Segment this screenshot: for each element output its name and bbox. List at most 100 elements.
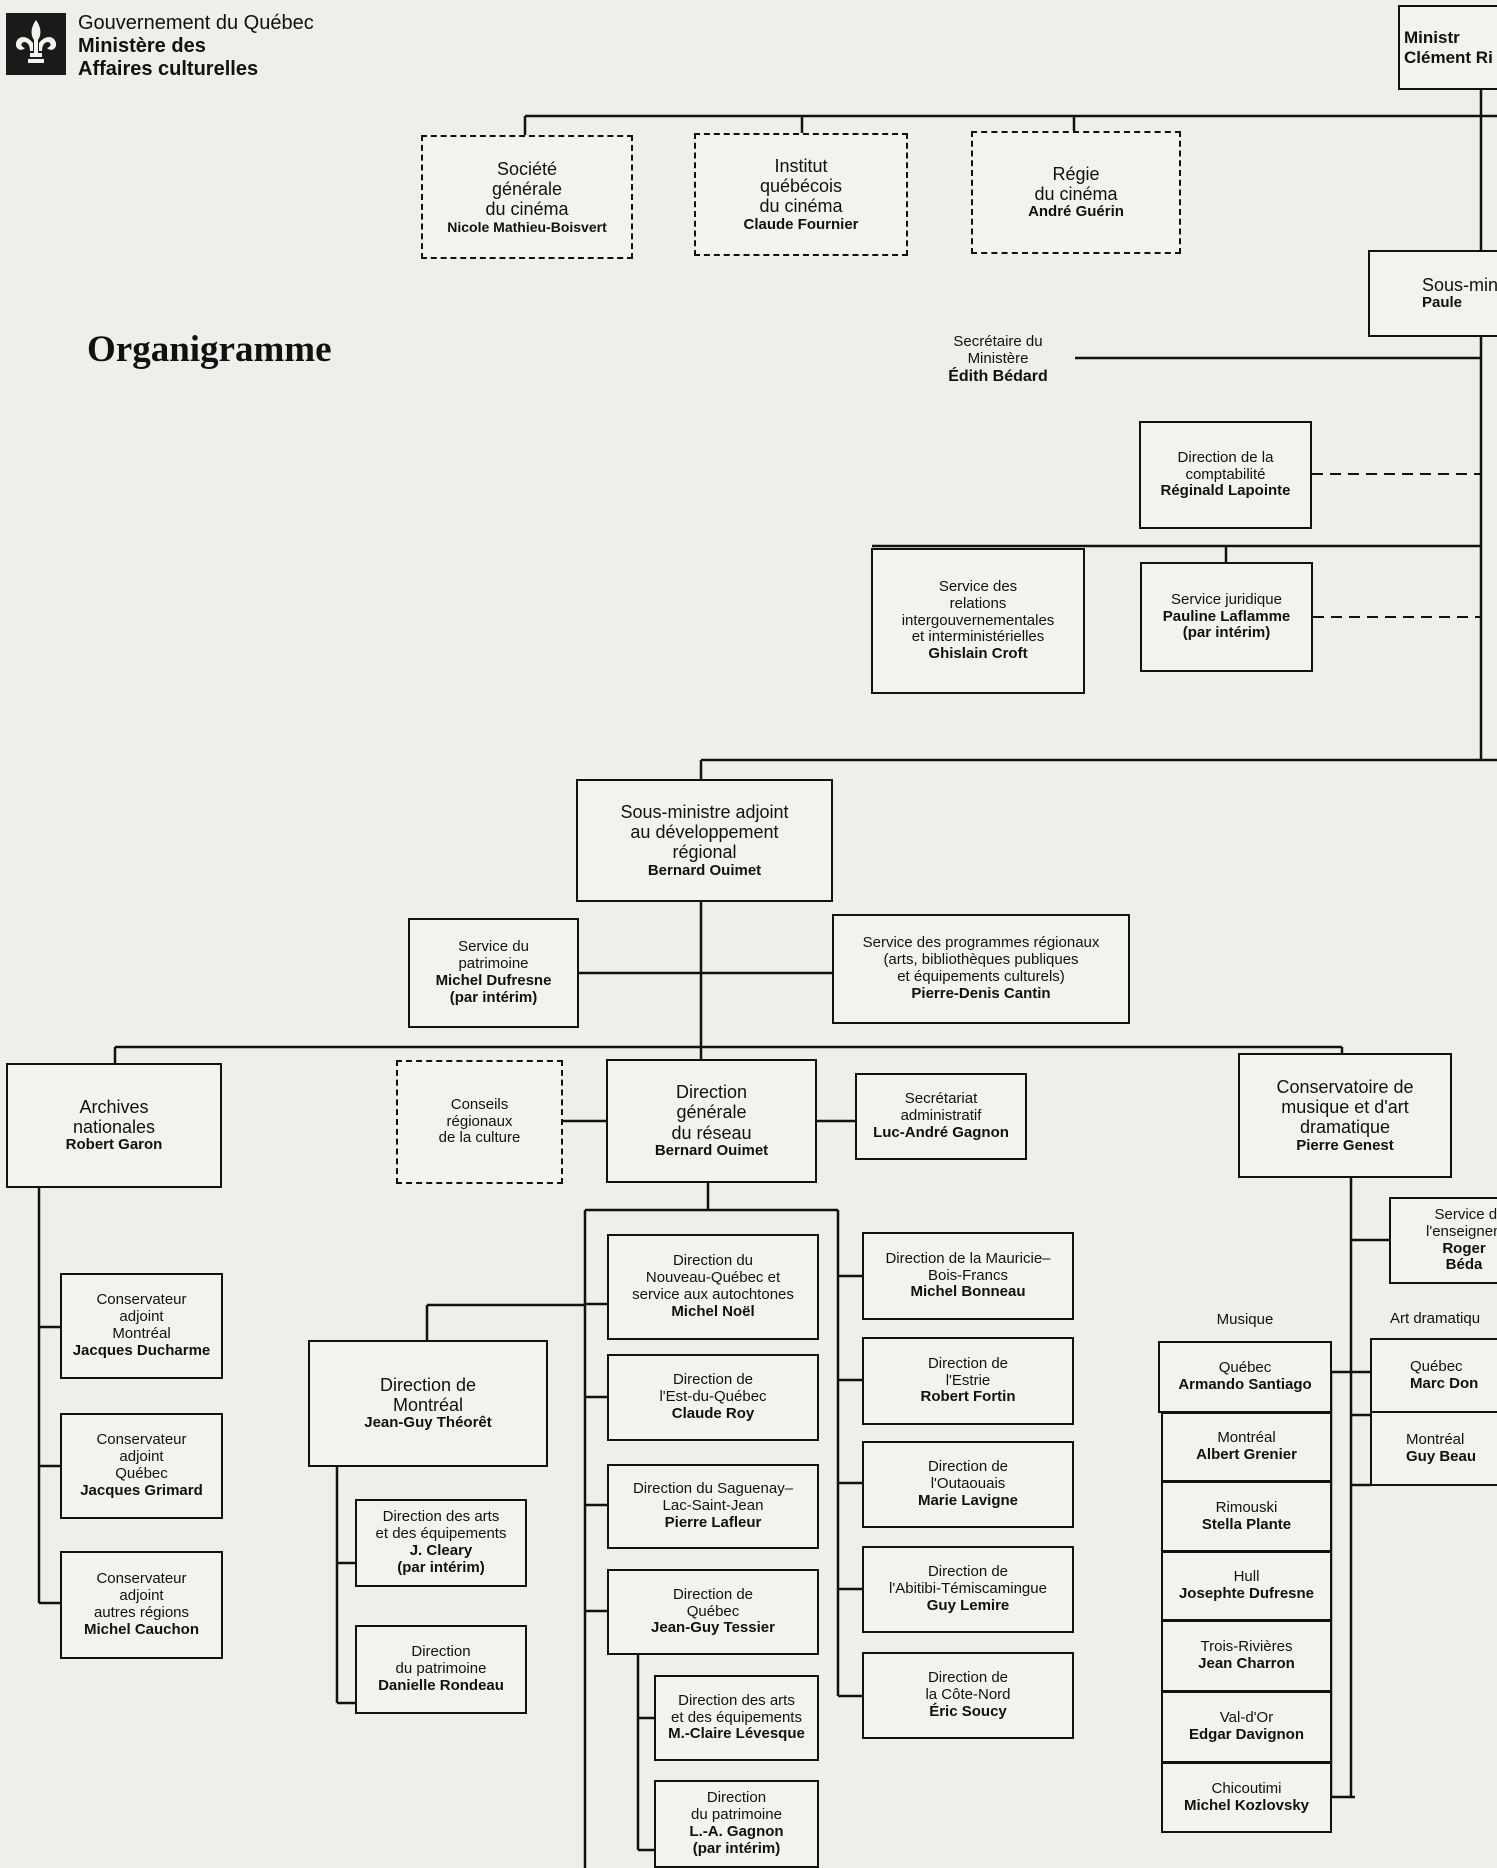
unit-title: Conseils régionaux de la culture <box>438 1095 521 1147</box>
unit-title: Hull <box>1233 1568 1260 1586</box>
unit-title: Direction des arts et des équipements <box>671 1691 802 1726</box>
musique-rimouski-box: Rimouski Stella Plante <box>1161 1481 1332 1552</box>
ministry-name-line2: Affaires culturelles <box>78 58 259 80</box>
unit-title: Québec <box>1218 1359 1272 1377</box>
unit-title: Direction de l'Outaouais <box>927 1458 1009 1493</box>
unit-title: Chicoutimi <box>1211 1779 1282 1797</box>
conseils-box: Conseils régionaux de la culture <box>396 1060 563 1184</box>
mauricie-box: Direction de la Mauricie– Bois-Francs Mi… <box>862 1232 1074 1320</box>
person-name: Michel Dufresne (par intérim) <box>435 972 552 1006</box>
person-name: Michel Cauchon <box>83 1620 199 1638</box>
person-name: Clément Ri <box>1404 47 1493 67</box>
secretaire-label: Secrétaire du Ministère Édith Bédard <box>924 333 1072 386</box>
person-name: Robert Fortin <box>920 1388 1016 1406</box>
musique-trois-rivieres-box: Trois-Rivières Jean Charron <box>1161 1620 1332 1692</box>
montreal-patrimoine-box: Direction du patrimoine Danielle Rondeau <box>355 1625 527 1714</box>
sma-box: Sous-ministre adjoint au développement r… <box>576 779 833 902</box>
government-name: Gouvernement du Québec <box>78 12 314 34</box>
person-name: Bernard Ouimet <box>647 861 762 879</box>
person-name: Roger Béda <box>1442 1239 1486 1274</box>
art-dramatique-quebec-box: Québec Marc Don <box>1370 1338 1497 1413</box>
unit-title: Service des relations intergouvernementa… <box>901 577 1055 646</box>
conservateur-montreal-box: Conservateur adjoint Montréal Jacques Du… <box>60 1273 223 1379</box>
relations-box: Service des relations intergouvernementa… <box>871 548 1085 694</box>
person-name: Michel Noël <box>671 1302 755 1320</box>
person-name: Jean Charron <box>1198 1655 1295 1672</box>
person-name: Luc-André Gagnon <box>873 1123 1009 1141</box>
person-name: André Guérin <box>1028 203 1124 221</box>
person-name: Jacques Ducharme <box>72 1341 211 1359</box>
unit-title: Direction de la Côte-Nord <box>925 1669 1011 1704</box>
person-name: J. Cleary (par intérim) <box>397 1542 485 1576</box>
service-patrimoine-box: Service du patrimoine Michel Dufresne (p… <box>408 918 579 1028</box>
archives-box: Archives nationales Robert Garon <box>6 1063 222 1188</box>
unit-title: Service de l'enseigneme <box>1426 1205 1497 1240</box>
person-name: Ghislain Croft <box>928 645 1028 663</box>
unit-title: Direction de Montréal <box>379 1374 477 1416</box>
musique-val-dor-box: Val-d'Or Edgar Davignon <box>1161 1691 1332 1763</box>
person-name: Ministr <box>1404 28 1460 48</box>
art-dramatique-montreal-box: Montréal Guy Beau <box>1370 1411 1497 1486</box>
musique-label: Musique <box>1160 1311 1330 1329</box>
person-name: Éric Soucy <box>929 1702 1007 1720</box>
person-name: Marc Don <box>1410 1374 1479 1392</box>
person-name: Bernard Ouimet <box>654 1142 769 1160</box>
direction-quebec-box: Direction de Québec Jean-Guy Tessier <box>607 1569 819 1655</box>
unit-title: Direction de la comptabilité <box>1177 448 1274 483</box>
person-name: Guy Beau <box>1406 1447 1477 1465</box>
juridique-box: Service juridique Pauline Laflamme (par … <box>1140 562 1313 672</box>
enseignement-box: Service de l'enseigneme Roger Béda <box>1389 1197 1497 1284</box>
quebec-patrimoine-box: Direction du patrimoine L.-A. Gagnon (pa… <box>654 1780 819 1868</box>
montreal-arts-box: Direction des arts et des équipements J.… <box>355 1499 527 1587</box>
person-name: Claude Fournier <box>743 215 859 233</box>
unit-title: Sous-min <box>1422 274 1497 295</box>
abitibi-box: Direction de l'Abitibi-Témiscamingue Guy… <box>862 1546 1074 1633</box>
unit-title: Direction du patrimoine <box>395 1643 487 1678</box>
unit-title: Direction du Nouveau-Québec et service a… <box>632 1252 794 1303</box>
unit-title: Direction de l'Abitibi-Témiscamingue <box>889 1563 1047 1598</box>
person-name: Réginald Lapointe <box>1160 482 1291 500</box>
unit-title: Institut québécois du cinéma <box>759 155 843 217</box>
unit-title: Art dramatiqu <box>1390 1310 1481 1327</box>
unit-title: Direction générale du réseau <box>671 1082 752 1143</box>
page-title: Organigramme <box>87 329 332 370</box>
person-name: Albert Grenier <box>1196 1446 1297 1463</box>
unit-title: Secrétaire du Ministère <box>953 333 1043 367</box>
art-dramatique-label: Art dramatiqu <box>1390 1310 1497 1328</box>
person-name: Stella Plante <box>1201 1515 1292 1533</box>
quebec-arts-box: Direction des arts et des équipements M.… <box>654 1675 819 1761</box>
unit-title: Québec <box>1410 1357 1463 1375</box>
person-name: Michel Kozlovsky <box>1183 1796 1310 1814</box>
unit-title: Secrétariat administratif <box>900 1090 982 1125</box>
secretariat-box: Secrétariat administratif Luc-André Gagn… <box>855 1073 1027 1160</box>
musique-montreal-box: Montréal Albert Grenier <box>1161 1412 1332 1482</box>
comptabilite-box: Direction de la comptabilité Réginald La… <box>1139 421 1312 529</box>
unit-title: Service juridique <box>1171 590 1282 608</box>
person-name: Edgar Davignon <box>1188 1726 1304 1743</box>
person-name: L.-A. Gagnon (par intérim) <box>689 1823 784 1857</box>
direction-montreal-box: Direction de Montréal Jean-Guy Théorêt <box>308 1340 548 1467</box>
person-name: Claude Roy <box>671 1404 755 1422</box>
ministry-brand: Gouvernement du Québec Ministère des Aff… <box>78 12 314 81</box>
person-name: M.-Claire Lévesque <box>668 1725 805 1743</box>
saguenay-box: Direction du Saguenay– Lac-Saint-Jean Pi… <box>607 1464 819 1549</box>
unit-title: Musique <box>1216 1311 1274 1328</box>
unit-title: Trois-Rivières <box>1200 1638 1293 1656</box>
person-name: Jean-Guy Tessier <box>651 1619 775 1637</box>
unit-title: Service du patrimoine <box>458 938 529 973</box>
person-name: Marie Lavigne <box>917 1491 1019 1509</box>
person-name: Jean-Guy Théorêt <box>364 1414 492 1432</box>
person-name: Michel Bonneau <box>910 1283 1026 1301</box>
conservateur-autres-box: Conservateur adjoint autres régions Mich… <box>60 1551 223 1659</box>
societe-cinema-box: Société générale du cinéma Nicole Mathie… <box>421 135 633 259</box>
est-du-quebec-box: Direction de l'Est-du-Québec Claude Roy <box>607 1354 819 1441</box>
musique-hull-box: Hull Josephte Dufresne <box>1161 1551 1332 1621</box>
unit-title: Montréal <box>1217 1429 1276 1447</box>
person-name: Armando Santiago <box>1178 1376 1312 1393</box>
unit-title: Sous-ministre adjoint au développement r… <box>620 801 789 863</box>
sous-ministre-box: Sous-min Paule <box>1368 250 1497 337</box>
person-name: Pauline Laflamme (par intérim) <box>1162 607 1291 642</box>
ministre-box: Ministr Clément Ri <box>1398 5 1497 90</box>
unit-title: Société générale du cinéma <box>485 158 569 220</box>
